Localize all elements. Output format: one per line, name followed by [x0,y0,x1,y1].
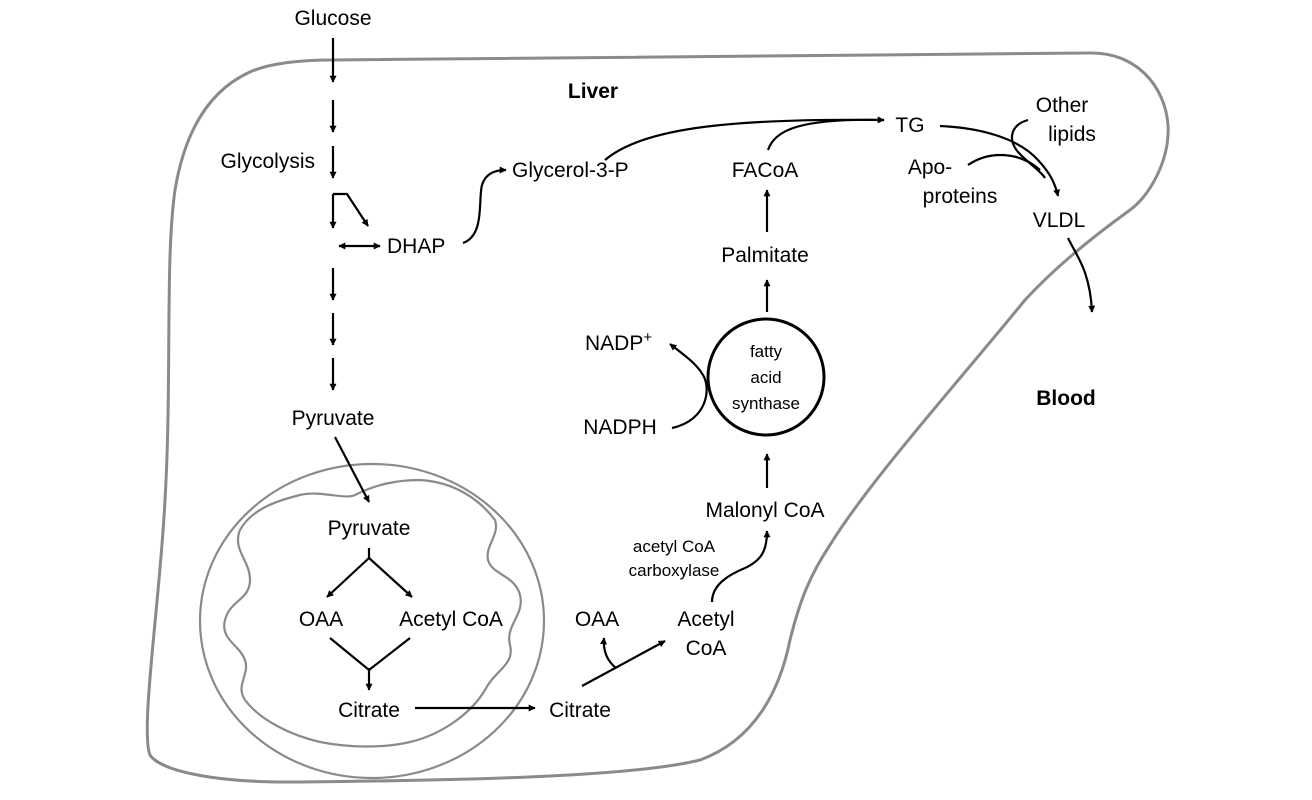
label-oaa-cytosol: OAA [575,608,619,631]
arrow-to-oaa-mito [326,557,370,598]
arrow-acetylcoa-to-malonylcoa [710,530,771,603]
arrow-to-dhap [333,192,369,227]
label-citrate-mito: Citrate [338,699,400,722]
label-acetylcoa-cytosol-line1: Acetyl [677,608,734,631]
label-glycolysis: Glycolysis [220,150,315,173]
label-apoproteins-line1: Apo- [908,156,952,179]
arrow-other-lipids-join [1010,118,1046,179]
arrow-dhap-to-glycerol3p [462,166,507,245]
label-dhap: DHAP [387,235,445,258]
label-blood: Blood [1036,387,1095,410]
label-nadph: NADPH [583,416,657,439]
arrow-citrate-to-acetylcoa [581,640,666,687]
label-nadp-base: NADP [585,332,643,355]
arrow-to-acetylcoa-mito [368,557,413,598]
label-pyruvate-cytosol: Pyruvate [292,407,375,430]
arrow-tg-to-vldl [939,124,1060,197]
arrow-facoa-to-tg [766,118,885,151]
label-vldl: VLDL [1033,209,1086,232]
label-acc-line1: acetyl CoA [633,537,716,556]
mitochondrion-outer [198,462,546,780]
arrow-nadph-to-nadp [669,343,708,430]
label-nadp-sup: + [643,329,652,346]
label-acc-line2: carboxylase [629,561,720,580]
label-acetylcoa-mito: Acetyl CoA [399,608,503,631]
label-citrate-cytosol: Citrate [549,699,611,722]
label-glycerol3p: Glycerol-3-P [512,159,629,182]
arrow-vldl-to-blood [1067,237,1096,313]
liver-outline [145,51,1170,784]
arrow-pyruvate-to-mito [334,436,370,503]
label-acetylcoa-cytosol-line2: CoA [686,637,727,660]
arrow-to-oaa-cytosol [599,637,617,669]
label-fas-line1: fatty [750,342,783,361]
label-palmitate: Palmitate [721,244,809,267]
label-other-lipids-line1: Other [1036,94,1089,117]
label-facoa: FACoA [732,159,799,182]
arrow-apoproteins-join [967,153,1041,171]
label-malonylcoa: Malonyl CoA [705,499,824,522]
label-other-lipids-line2: lipids [1048,123,1096,146]
label-pyruvate-mito: Pyruvate [328,517,411,540]
label-tg: TG [895,114,924,137]
label-fas-line2: acid [750,368,781,387]
label-fas-line3: synthase [732,394,800,413]
merge-to-citrate [329,637,411,672]
label-glucose: Glucose [294,7,371,30]
label-oaa-mito: OAA [299,608,343,631]
fatty-acid-synthase-circle [706,317,826,437]
label-apoproteins-line2: proteins [923,185,998,208]
arrow-glycerol3p-to-tg [604,116,885,161]
mitochondrion-inner [223,478,522,748]
label-nadp: NADP+ [585,329,652,355]
label-liver: Liver [568,80,618,103]
